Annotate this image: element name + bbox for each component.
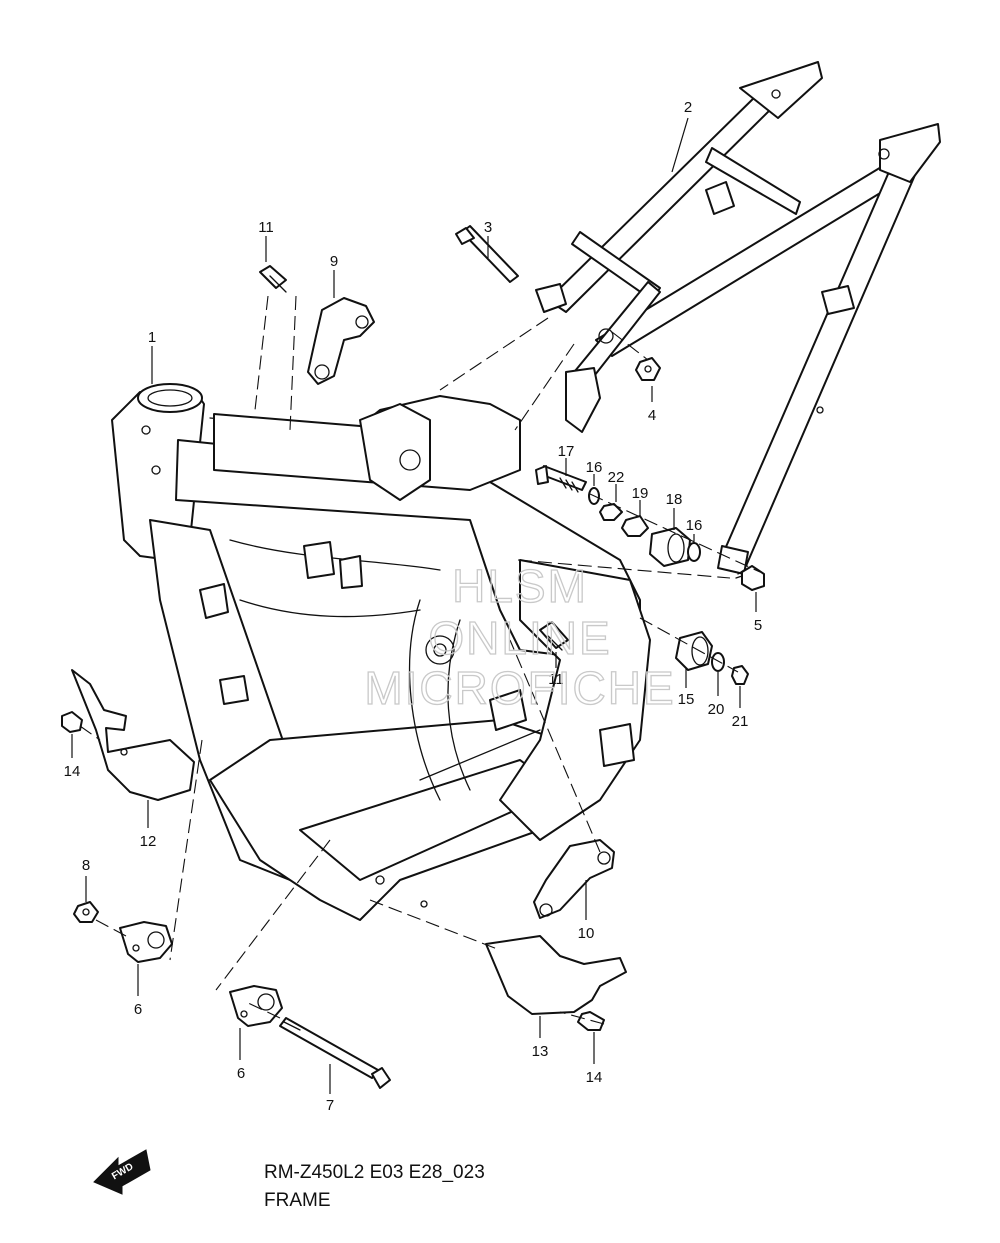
engine-mount-clamp-6-upper[interactable] <box>119 921 173 963</box>
bolt-11-lower[interactable] <box>539 621 569 651</box>
callout-19: 19 <box>632 485 649 502</box>
bolt-17[interactable] <box>535 465 587 493</box>
callout-11-upper: 11 <box>258 219 274 236</box>
bushing-18[interactable] <box>649 527 691 567</box>
watermark-line-1: HLSM <box>452 560 588 612</box>
callout-14-right: 14 <box>586 1069 603 1086</box>
nut-4[interactable] <box>635 357 661 381</box>
watermark-line-3: MICROFICHE <box>364 662 675 714</box>
rear-engine-bracket-10[interactable] <box>533 839 615 919</box>
callout-13: 13 <box>532 1043 549 1060</box>
assembly-lines <box>79 295 761 1025</box>
callout-11-lower: 11 <box>548 671 564 688</box>
callout-22: 22 <box>608 469 625 486</box>
collar-19[interactable] <box>621 515 649 537</box>
callout-15: 15 <box>678 691 695 708</box>
washer-20[interactable] <box>711 652 725 672</box>
bolt-3[interactable] <box>455 225 519 283</box>
callout-10: 10 <box>578 925 595 942</box>
callout-9: 9 <box>330 253 338 270</box>
callout-12: 12 <box>140 833 157 850</box>
frame-guard-right-13[interactable] <box>485 935 627 1015</box>
bolt-11-upper[interactable] <box>259 265 287 293</box>
bushing-15[interactable] <box>675 631 713 671</box>
callout-18: 18 <box>666 491 683 508</box>
callout-1: 1 <box>148 329 156 346</box>
spacer-22[interactable] <box>599 503 623 521</box>
rear-subframe[interactable] <box>535 61 941 575</box>
upper-engine-bracket-9[interactable] <box>307 297 375 385</box>
callout-14-left: 14 <box>64 763 81 780</box>
fwd-arrow-icon: FWD <box>93 1149 151 1195</box>
callout-6-upper: 6 <box>134 1001 142 1018</box>
bolt-14-left[interactable] <box>61 711 83 733</box>
callout-7: 7 <box>326 1097 334 1114</box>
callout-5: 5 <box>754 617 762 634</box>
watermark: HLSM ONLINE MICROFICHE <box>364 559 675 714</box>
main-frame[interactable] <box>111 383 651 921</box>
callout-6-lower: 6 <box>237 1065 245 1082</box>
leader-lines <box>71 117 757 1094</box>
bolt-5[interactable] <box>735 565 765 591</box>
callout-8: 8 <box>82 857 90 874</box>
callout-16-lower: 16 <box>686 517 703 534</box>
diagram-title: FRAME <box>264 1190 331 1211</box>
callout-labels: 1 2 3 4 5 6 6 7 8 9 10 11 11 12 13 14 14… <box>64 99 763 1114</box>
frame-guard-left-12[interactable] <box>71 669 195 801</box>
engine-mount-clamp-6-lower[interactable] <box>229 985 283 1027</box>
washer-16-lower[interactable] <box>687 542 701 562</box>
callout-17: 17 <box>558 443 575 460</box>
callout-21: 21 <box>732 713 749 730</box>
nut-8[interactable] <box>73 901 99 923</box>
watermark-line-2: ONLINE <box>428 612 611 664</box>
drawing-code: RM-Z450L2 E03 E28_023 <box>264 1162 485 1183</box>
callout-4: 4 <box>648 407 656 424</box>
long-bolt-7[interactable] <box>279 1017 391 1089</box>
callout-2: 2 <box>684 99 692 116</box>
nut-21[interactable] <box>731 665 749 685</box>
callout-20: 20 <box>708 701 725 718</box>
callout-16-upper: 16 <box>586 459 603 476</box>
callout-3: 3 <box>484 219 492 236</box>
